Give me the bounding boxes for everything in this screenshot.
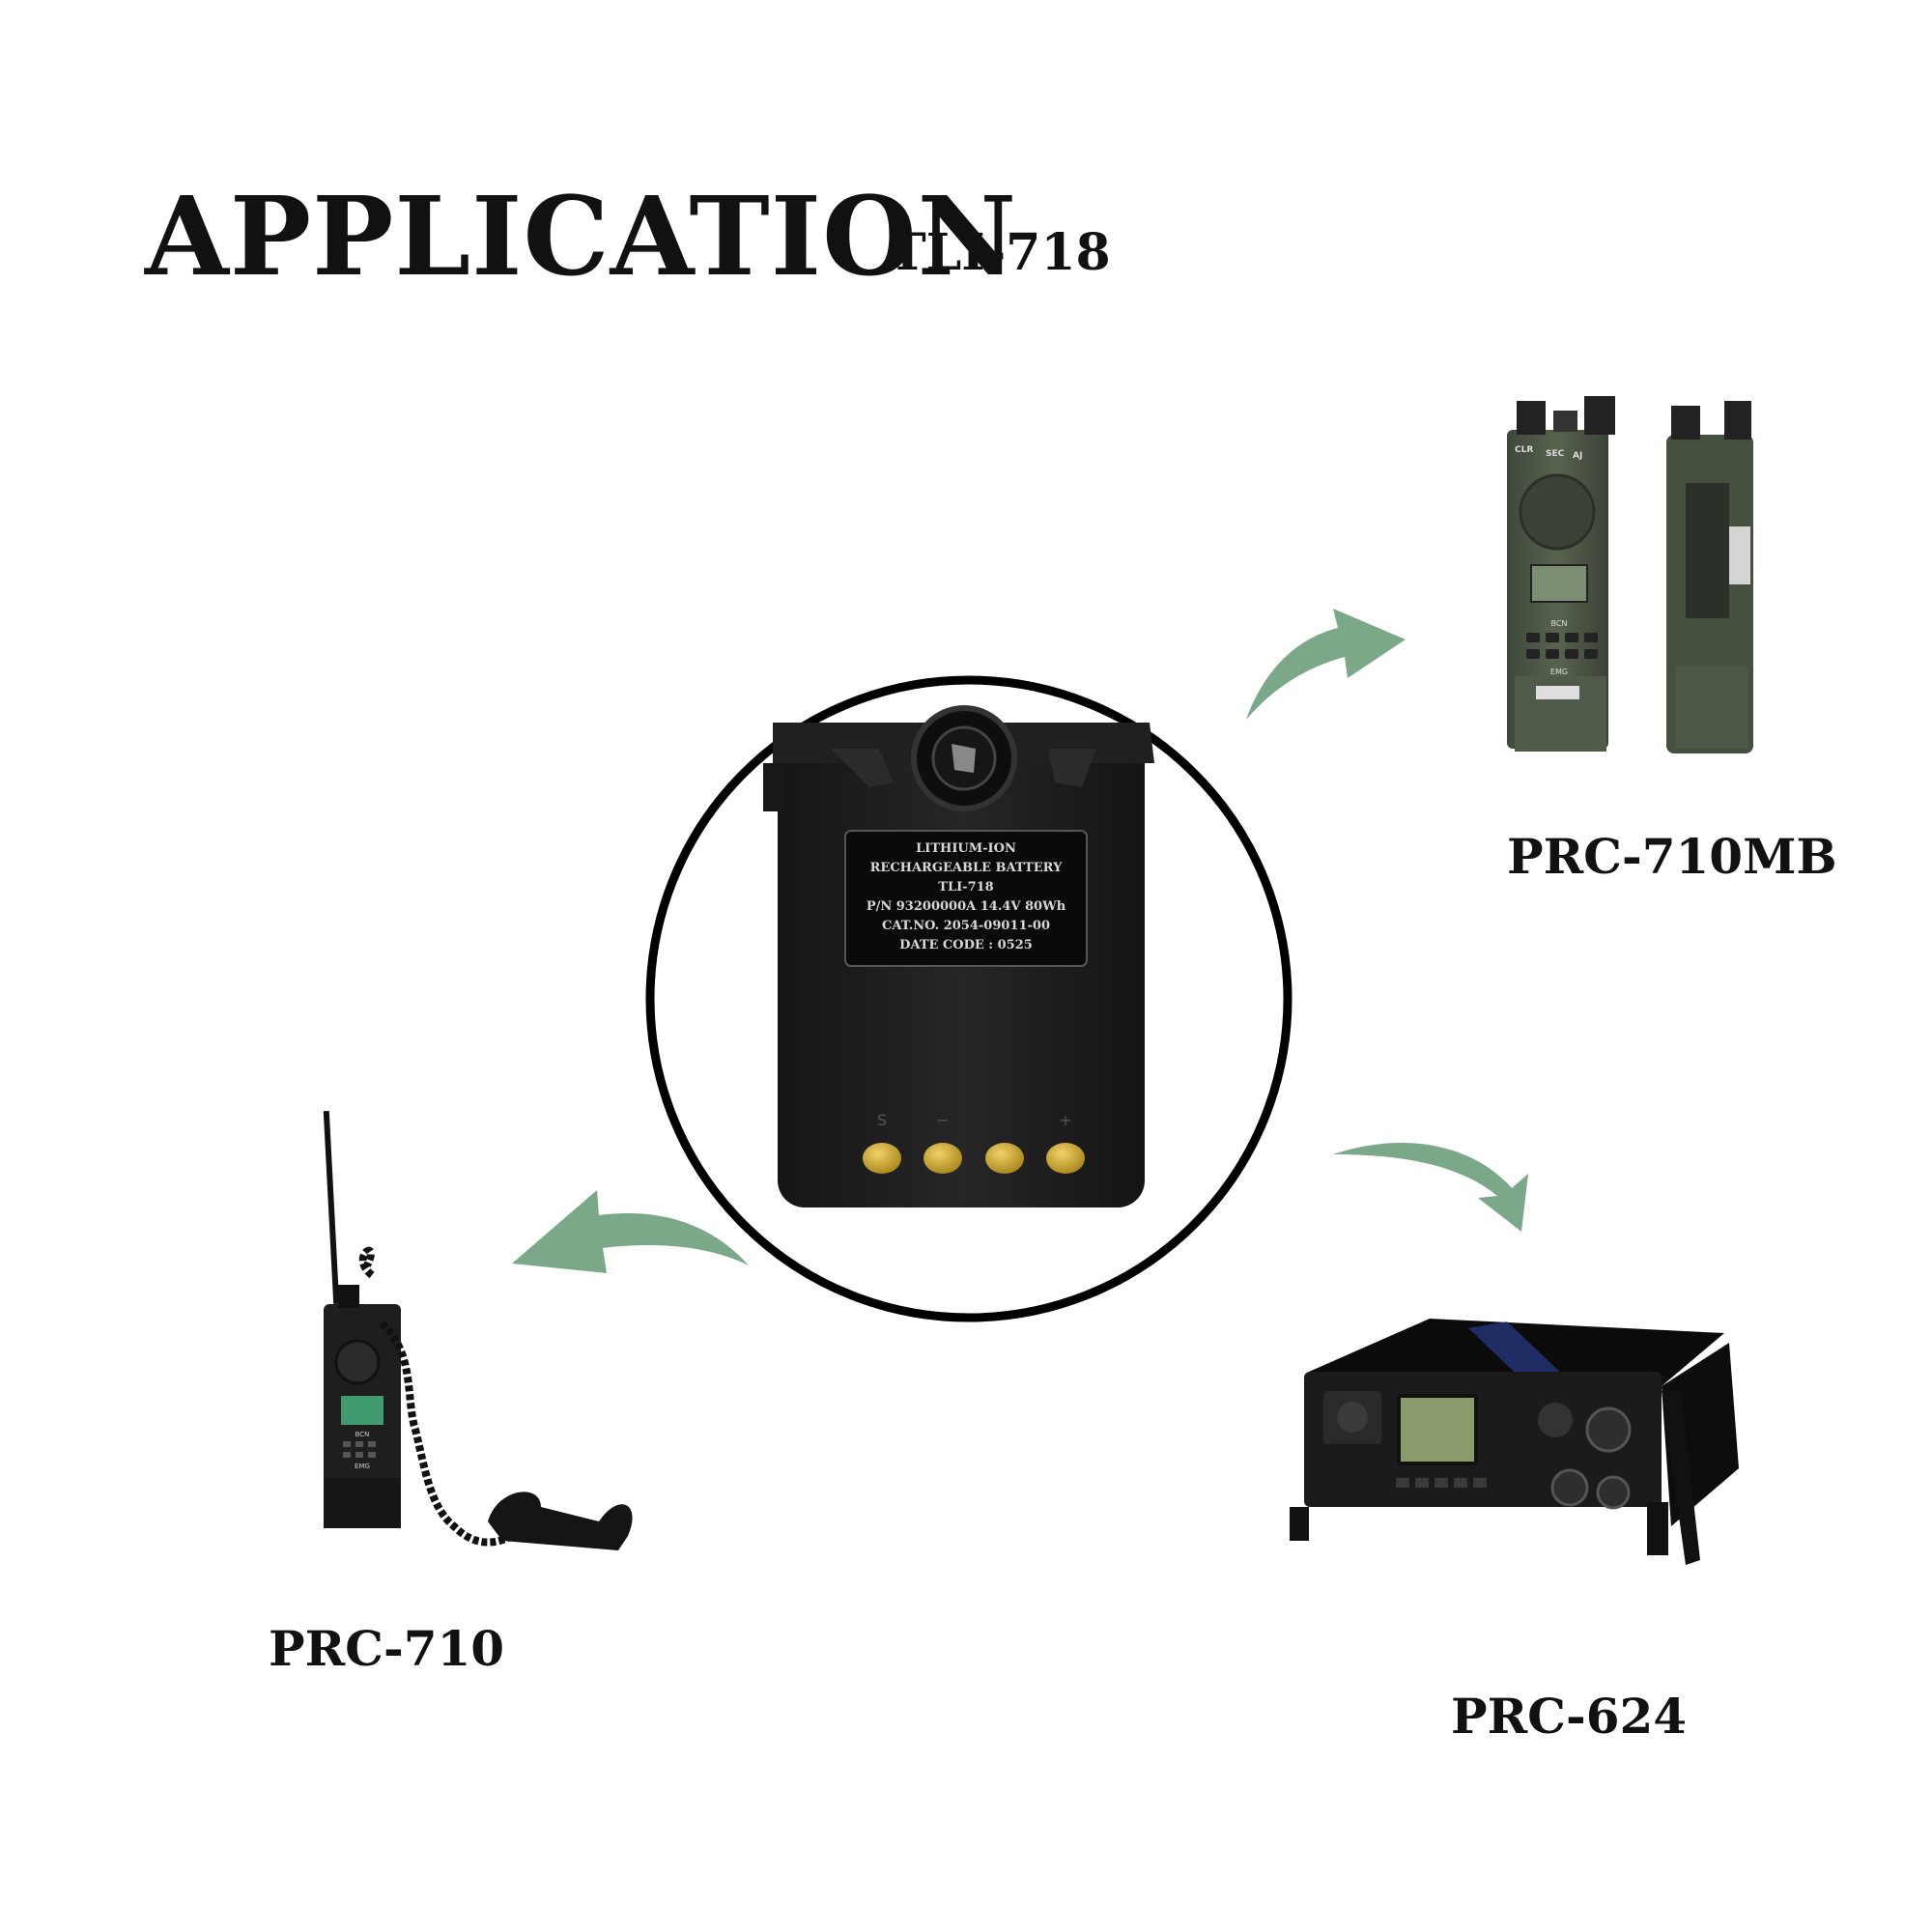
radio-display — [1530, 564, 1588, 603]
prc624-image — [1290, 1319, 1739, 1565]
arrows — [512, 609, 1528, 1273]
battery-contact — [985, 1143, 1024, 1174]
radio-display — [341, 1396, 384, 1425]
prc710mb-label: PRC-710MB — [1507, 828, 1837, 885]
model-subtitle: TLI-718 — [889, 223, 1111, 282]
key-label: CLR — [1515, 445, 1533, 455]
key-label: AJ — [1573, 451, 1582, 461]
battery-contact — [863, 1143, 901, 1174]
prc710-label: PRC-710 — [269, 1620, 505, 1677]
key-label: SEC — [1546, 449, 1565, 459]
battery-label-line: LITHIUM-ION — [916, 841, 1016, 856]
page-title: APPLICATION — [145, 174, 1018, 300]
handset — [488, 1492, 633, 1550]
arrow-to-prc624 — [1333, 1142, 1528, 1232]
battery-label-line: CAT.NO. 2054-09011-00 — [882, 919, 1050, 933]
battery-label-plate — [844, 830, 1088, 967]
radio-display — [1397, 1394, 1478, 1465]
speaker-grille — [1519, 473, 1596, 551]
arrow-to-prc710 — [512, 1190, 749, 1273]
battery-contact — [923, 1143, 962, 1174]
battery-image: LITHIUM-ION RECHARGEABLE BATTERY TLI-718… — [763, 705, 1154, 1208]
terminal-mark: − — [936, 1111, 949, 1129]
key-label: BCN — [355, 1431, 370, 1438]
battery-frame-circle — [645, 675, 1293, 1322]
handset-cord — [358, 1246, 514, 1547]
battery-label-line: P/N 93200000A 14.4V 80Wh — [867, 899, 1066, 914]
battery-label-line: TLI-718 — [938, 880, 993, 895]
prc710-image: BCN EMG — [323, 1110, 633, 1550]
battery-contact — [1046, 1143, 1085, 1174]
battery-label-line: DATE CODE : 0525 — [899, 938, 1033, 952]
key-label: EMG — [1550, 668, 1568, 676]
key-label: EMG — [355, 1463, 370, 1470]
prc624-label: PRC-624 — [1451, 1688, 1688, 1745]
key-label: BCN — [1551, 619, 1568, 628]
terminal-mark: + — [1059, 1111, 1071, 1129]
prc710mb-image: CLR SEC AJ BCN EMG — [1507, 396, 1753, 753]
terminal-mark: S — [877, 1111, 887, 1129]
arrow-to-prc710mb — [1246, 609, 1406, 720]
battery-label-line: RECHARGEABLE BATTERY — [870, 861, 1063, 875]
